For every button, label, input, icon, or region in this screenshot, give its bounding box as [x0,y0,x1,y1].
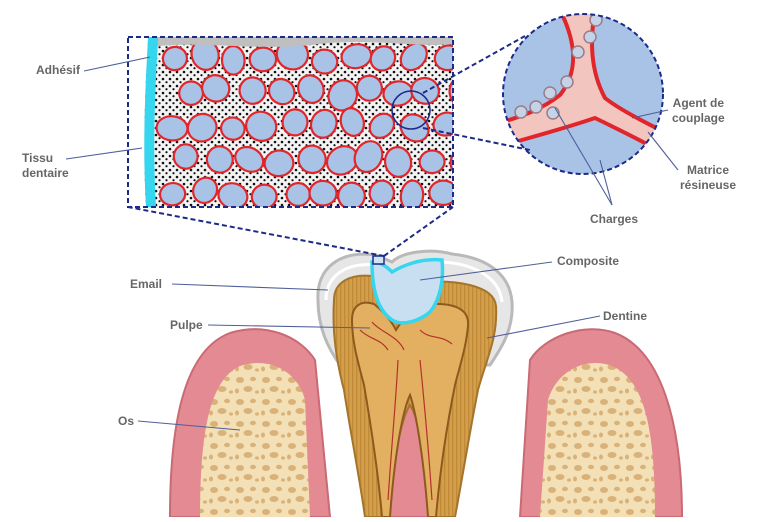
charge-particle [561,76,573,88]
leader-email [172,284,328,290]
charge-particle [515,106,527,118]
filler-particle [156,115,189,141]
filler-particle [309,180,338,206]
tooth-cross-section [170,251,682,517]
label-dentine: Dentine [603,309,647,324]
label-composite: Composite [557,254,619,269]
zoom-content [495,10,680,174]
charge-particle [530,101,542,113]
filler-particle [222,46,245,75]
label-email: Email [130,277,162,292]
label-os: Os [118,414,134,429]
filler-particle [173,143,199,169]
charge-particle [572,46,584,58]
label-adhesif: Adhésif [36,63,80,78]
label-matrice-resineuse: Matrice résineuse [680,163,736,193]
conn-1 [128,207,384,256]
label-pulpe: Pulpe [170,318,203,333]
charge-particle [547,107,559,119]
filler-particle [286,183,311,207]
charge-particle [584,31,596,43]
charge-particle [544,87,556,99]
coupling-agent-zoom [495,10,680,174]
composite-microstructure-inset [128,35,480,213]
label-charges: Charges [590,212,638,227]
label-tissu-dentaire: Tissu dentaire [22,151,69,181]
leader-matrice [648,132,678,170]
zoom-marker [373,256,384,264]
filler-particle [369,180,395,207]
conn-2 [384,207,453,256]
label-agent-de-couplage: Agent de couplage [672,96,725,126]
filler-particle [249,47,277,72]
